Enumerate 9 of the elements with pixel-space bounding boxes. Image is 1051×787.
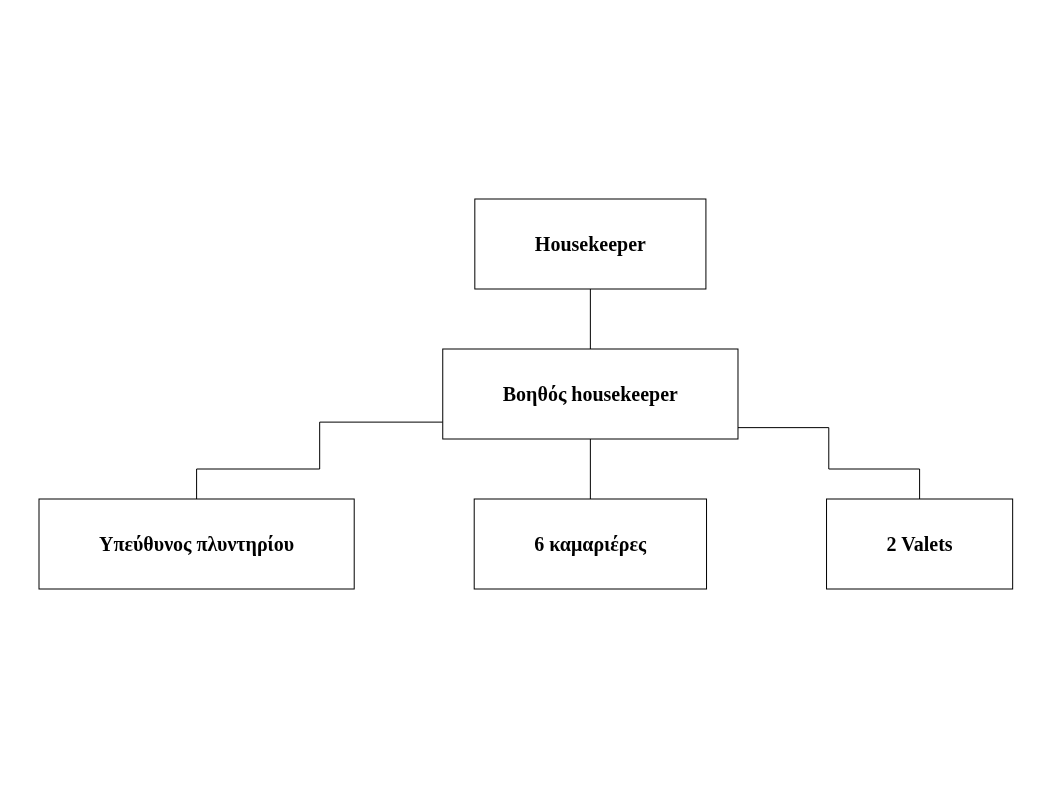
node-box: 6 καμαριέρες — [473, 498, 707, 589]
connector — [737, 426, 920, 499]
node-box: Υπεύθυνος πλυντηρίου — [38, 498, 355, 589]
node-box: Housekeeper — [474, 198, 707, 289]
connector — [589, 438, 591, 499]
node-box: 2 Valets — [825, 498, 1013, 589]
node-box: Βοηθός housekeeper — [441, 348, 739, 439]
connector — [589, 288, 591, 349]
connector — [195, 421, 443, 499]
